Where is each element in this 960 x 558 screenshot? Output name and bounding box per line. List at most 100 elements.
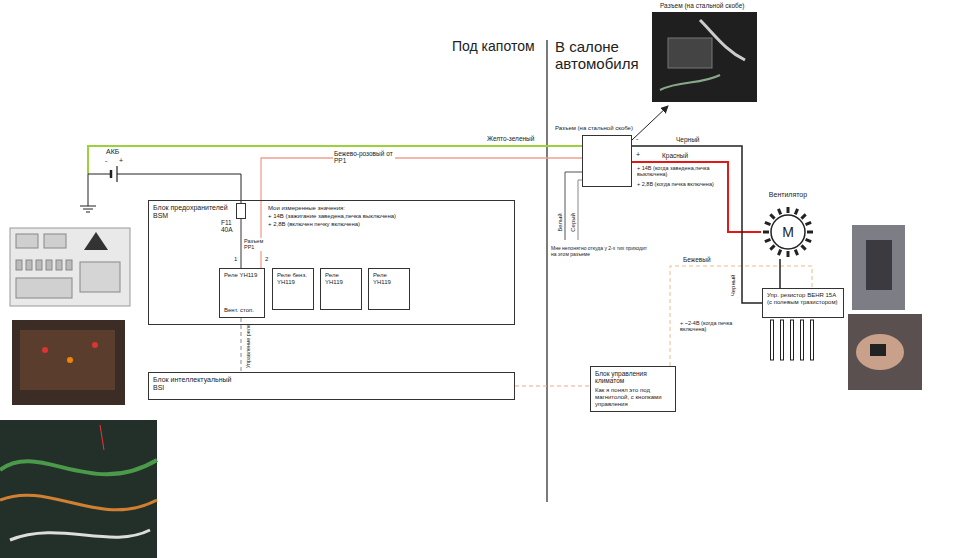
wire-label: Бежевый [683,256,711,263]
fan-blade [770,214,774,218]
climate-unit: Блок управления климатомКак я понял это … [590,366,676,412]
photo-detail [0,460,157,474]
battery-wire [88,174,111,175]
wiring-photo [0,420,157,558]
connector-photo [652,12,757,102]
relay: Реле YH119Вент. стоп. [219,268,265,318]
photo-detail [67,357,73,363]
wire-connector [261,158,582,268]
green-wire [88,146,582,174]
battery-wire [117,174,241,203]
fan-blade [765,239,771,241]
fusebox-photo [12,320,125,405]
relay: Реле YH119 [368,268,410,310]
resistor-pin [791,320,794,360]
ground-symbol [83,209,93,210]
note-label: + 14В (зажигание заведена,печка выключен… [268,213,396,220]
note-label: Мне непонятно откуда у 2-х тих приходит … [551,246,651,258]
photo-detail [20,330,115,390]
fan-blade [801,214,805,218]
fuse: F11 40A [236,203,246,219]
fan-blade [806,222,812,224]
fusebox-detail [46,260,52,270]
wire-label: Бежево-розовый от PP1 [333,150,395,165]
relay: Реле бенз. YH119 [272,268,314,310]
control-resistor: Упр. резистор BEHR 15A (с полевым тразис… [762,288,844,318]
fan-blade [801,245,805,249]
node-title: Блок предохранителей BSM [153,204,243,220]
resistor-pin [781,320,784,360]
note-label: + 2,8В (включен печку включена) [268,221,360,228]
resistor-pin [801,320,804,360]
photo-detail [100,425,104,450]
node-title: Упр. резистор BEHR 15A (с полевым тразис… [767,292,839,306]
note-label: + ~2-4В (когда печка включена) [680,320,738,333]
note-label: + 14В (когда заведена,печка выключена) [636,165,724,178]
node-title: Разъем (на стальной скобе) [555,125,633,132]
photo-detail [660,75,720,90]
white-wire [565,172,582,240]
wire-connector [241,318,242,372]
node-title: Реле YH119 [325,272,357,286]
photo-detail [92,342,98,348]
wire-connector [632,146,762,303]
photo-detail [870,344,886,356]
ground-symbol [86,212,90,213]
wire-label: Управление реле [245,324,251,368]
note-label: - [636,135,638,143]
note-label: + [119,157,123,165]
node-text: M [761,205,815,259]
fusebox-detail [16,278,72,298]
wire-connector [515,386,590,387]
node-text: Вент. стоп. [224,307,260,314]
note-label: 1 [234,256,237,263]
note-label: 2 [265,256,268,263]
fusebox-detail [26,260,32,270]
resistor-pin [771,320,774,360]
divider-line [546,40,547,502]
photo-detail [700,20,745,60]
fusebox-detail [84,232,108,250]
note-label: Мои измеренные значения: [268,205,345,212]
note-label: Желто-зеленый [487,135,534,142]
fan-blade [778,209,780,215]
fan-blade [787,251,790,257]
node-title: Реле YH119 [224,272,260,279]
photo-detail [668,38,712,68]
photo-detail [10,530,150,540]
note-label: Под капотом [452,38,535,54]
note-label: Разъем PP1 [243,238,267,251]
fan-blade [770,245,774,249]
fan-blade [787,207,790,213]
ground-symbol [80,206,96,207]
fan-blade [807,231,813,234]
node-title: Блок управления климатом [595,370,671,385]
fan-blade [778,250,780,256]
note-label: Серый [569,213,576,232]
note-label: + [636,151,640,159]
ground-wire [88,174,89,206]
node-title: Блок интеллектуальный BSI [153,376,238,392]
note-label: - [105,157,107,165]
note-label: Разъем (на стальной скобе) [660,2,744,9]
resistor-photo [852,225,905,310]
fusebox-detail [56,260,62,270]
note-label: В салоне автомобиля [555,38,655,73]
fan-blade [765,222,771,224]
relay: Реле YH119 [320,268,362,310]
fan-blade [806,239,812,241]
node-text: Как я понял это под магнитолой, с кнопка… [595,387,671,408]
wire-connector [670,266,812,366]
fusebox-detail [80,262,120,292]
battery-plate [110,170,113,178]
photo-pointer [632,106,668,140]
connector: Разъем (на стальной скобе) [582,135,632,187]
node-title: Реле бенз. YH119 [277,272,309,286]
photo-detail [0,495,157,510]
fan-blade [795,209,797,215]
wire-label: Черный [676,136,699,143]
resistor-photo [848,314,922,390]
